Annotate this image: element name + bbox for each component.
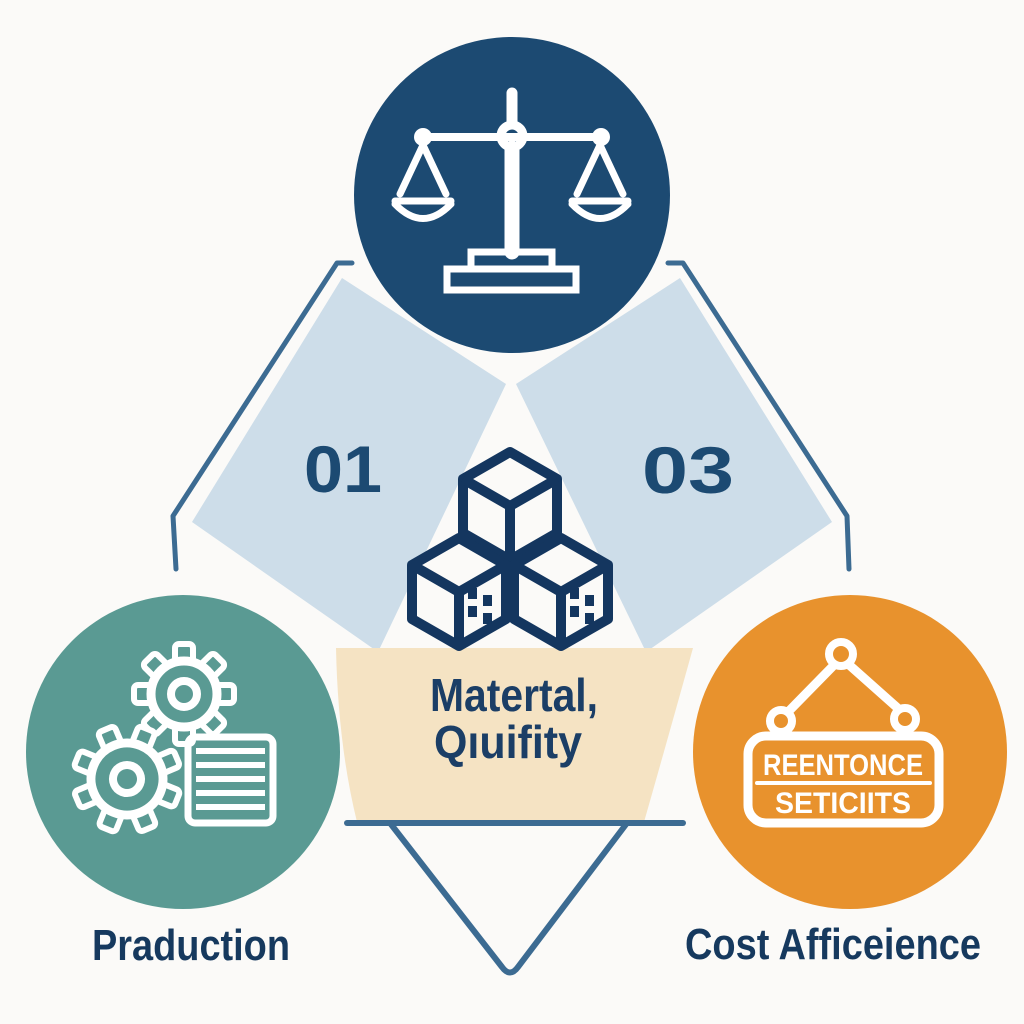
balance-scale-icon [391,87,632,294]
gear-bottom-icon [71,723,183,835]
cost-circle [693,595,1007,909]
connector-lines [170,260,852,976]
center-title-line2: Qıuifity [434,716,582,768]
sign-text-line2: SETICIITS [775,787,911,820]
center-title-line1: Matertal, [430,669,598,721]
gear-top-icon [131,641,237,747]
cubes-icon [407,447,613,651]
right-bracket-line [665,260,852,572]
hanging-sign-icon [743,638,944,828]
step-03-number: 03 [642,433,734,507]
panel-step-01 [192,278,506,652]
panel-step-03 [516,278,832,652]
bottom-v-line [387,820,630,976]
sign-text-line1: REENTONCE [763,749,923,782]
cost-efficiency-label: Cost Afficeience [685,920,981,969]
gears-document-icon [71,641,277,835]
lined-document-icon [184,733,277,827]
center-funnel-panel [336,648,693,822]
step-01-number: 01 [304,432,382,506]
left-bracket-line [170,260,355,572]
cube-dots [468,588,594,624]
production-label: Praduction [92,921,290,970]
